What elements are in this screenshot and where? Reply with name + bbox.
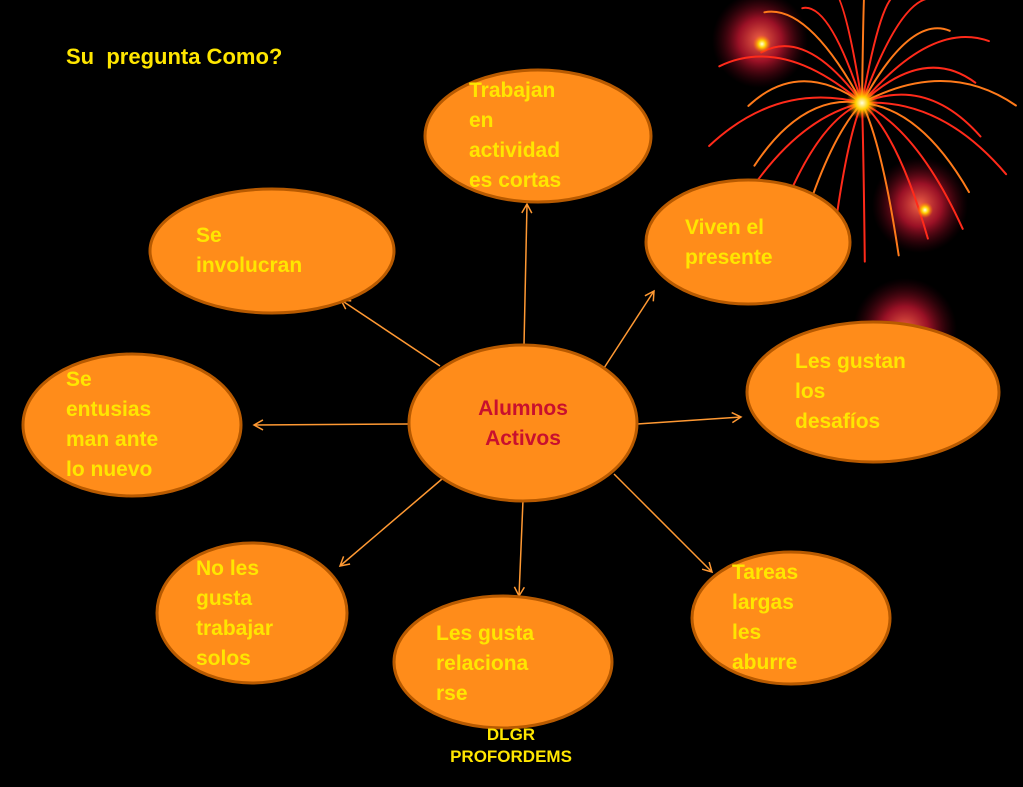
- node-involucran: [148, 187, 396, 315]
- firework-ray: [861, 36, 990, 104]
- node-viven-label: Viven el presente: [685, 216, 773, 269]
- center-node-label: Alumnos Activos: [478, 397, 568, 450]
- node-trabajan: [423, 68, 653, 204]
- firework-ray: [861, 0, 892, 104]
- firework-ray: [801, 6, 863, 104]
- firework-ray: [861, 66, 977, 104]
- firework-ray: [861, 102, 866, 263]
- firework-ray: [763, 10, 863, 104]
- node-tareas-label: Tareas largas les aburre: [732, 561, 799, 674]
- arrow-to-nuevo: [252, 419, 411, 431]
- firework-ray: [861, 0, 927, 104]
- arrow-to-relacionarse: [513, 499, 526, 598]
- footer-credit: DLGR PROFORDEMS: [450, 725, 572, 766]
- firework-ray: [708, 96, 863, 147]
- node-relacionarse: [392, 594, 614, 730]
- node-desafios: [745, 320, 1001, 464]
- node-trabajan-label: Trabajan en actividad es cortas: [469, 79, 562, 192]
- arrow-to-desafios: [636, 411, 743, 425]
- node-nuevo: [21, 352, 243, 498]
- node-viven: [644, 178, 852, 306]
- firework-ray: [760, 45, 863, 104]
- node-desafios-label: Les gustan los desafíos: [795, 350, 906, 433]
- firework-ray: [861, 27, 951, 104]
- arrow-to-tareas: [613, 473, 714, 574]
- node-solos-label: No les gusta trabajar solos: [196, 557, 274, 670]
- arrow-to-viven: [603, 289, 655, 369]
- arrow-to-involucran: [339, 299, 441, 367]
- firework-ray: [747, 80, 863, 107]
- node-relacionarse-label: Les gusta relaciona rse: [436, 622, 535, 705]
- node-tareas: [690, 550, 892, 686]
- firework-ray: [718, 55, 863, 104]
- arrow-to-solos: [338, 478, 443, 568]
- firework-ray: [861, 101, 1008, 176]
- node-center: [407, 343, 639, 503]
- arrow-to-trabajan: [521, 202, 533, 346]
- node-involucran-label: Se involucran: [196, 224, 303, 277]
- node-nuevo-label: Se entusias man ante lo nuevo: [66, 368, 159, 481]
- firework-ray: [838, 0, 863, 104]
- slide-title: Su pregunta Como?: [66, 44, 283, 69]
- nodes: [21, 68, 1001, 730]
- node-solos: [155, 541, 349, 685]
- connectors: [252, 202, 743, 598]
- firework-ray: [861, 80, 1017, 107]
- firework-ray: [861, 0, 865, 104]
